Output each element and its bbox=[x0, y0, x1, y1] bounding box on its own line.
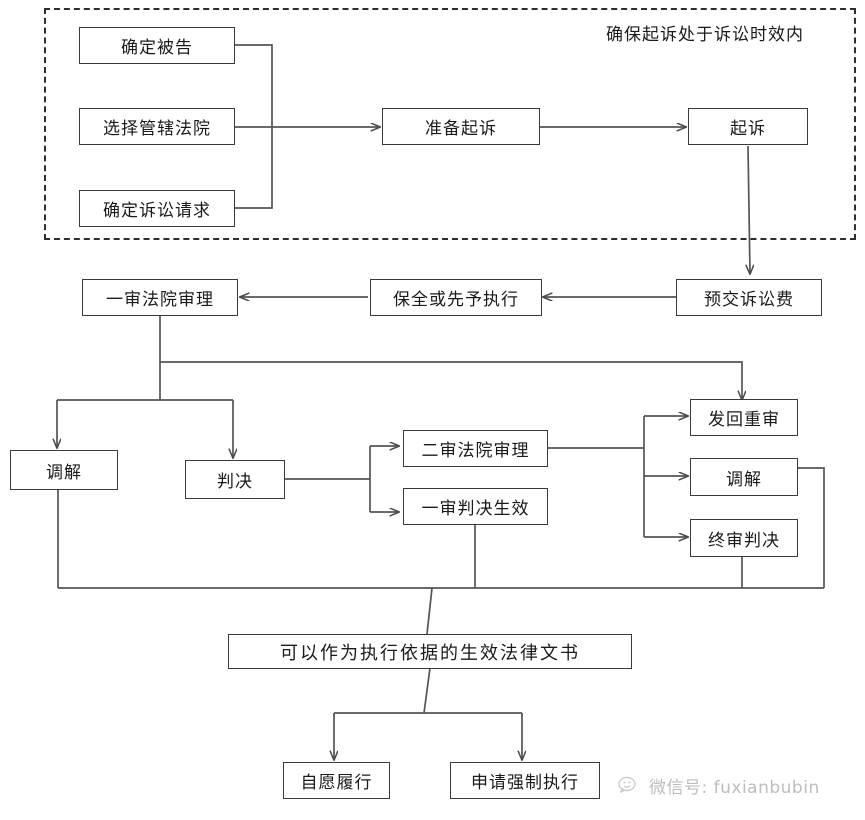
node-prepay-fee[interactable]: 预交诉讼费 bbox=[676, 279, 822, 316]
watermark-text: 微信号: fuxianbubin bbox=[649, 778, 820, 798]
node-first-judgment-effective[interactable]: 一审判决生效 bbox=[403, 488, 548, 525]
node-confirm-defendant[interactable]: 确定被告 bbox=[79, 27, 235, 64]
node-preservation[interactable]: 保全或先予执行 bbox=[370, 279, 542, 316]
node-remand[interactable]: 发回重审 bbox=[690, 399, 798, 436]
node-mediation-first[interactable]: 调解 bbox=[10, 450, 118, 490]
prefiling-group-frame bbox=[44, 8, 856, 240]
node-voluntary-performance[interactable]: 自愿履行 bbox=[283, 762, 390, 799]
node-mediation-second[interactable]: 调解 bbox=[690, 458, 798, 496]
node-prepare-suit[interactable]: 准备起诉 bbox=[382, 108, 540, 145]
wechat-icon bbox=[618, 776, 636, 793]
node-compulsory-enforcement[interactable]: 申请强制执行 bbox=[450, 762, 600, 799]
node-judgment[interactable]: 判决 bbox=[185, 460, 285, 499]
node-first-instance[interactable]: 一审法院审理 bbox=[82, 279, 238, 316]
node-second-instance[interactable]: 二审法院审理 bbox=[403, 430, 548, 467]
node-confirm-claims[interactable]: 确定诉讼请求 bbox=[79, 190, 235, 227]
watermark: 微信号: fuxianbubin bbox=[618, 773, 820, 798]
node-choose-court[interactable]: 选择管辖法院 bbox=[79, 108, 235, 145]
node-final-judgment[interactable]: 终审判决 bbox=[690, 519, 798, 557]
prefiling-group-caption: 确保起诉处于诉讼时效内 bbox=[606, 25, 804, 45]
node-enforceable-documents[interactable]: 可以作为执行依据的生效法律文书 bbox=[228, 634, 632, 669]
node-file-suit[interactable]: 起诉 bbox=[688, 108, 808, 145]
